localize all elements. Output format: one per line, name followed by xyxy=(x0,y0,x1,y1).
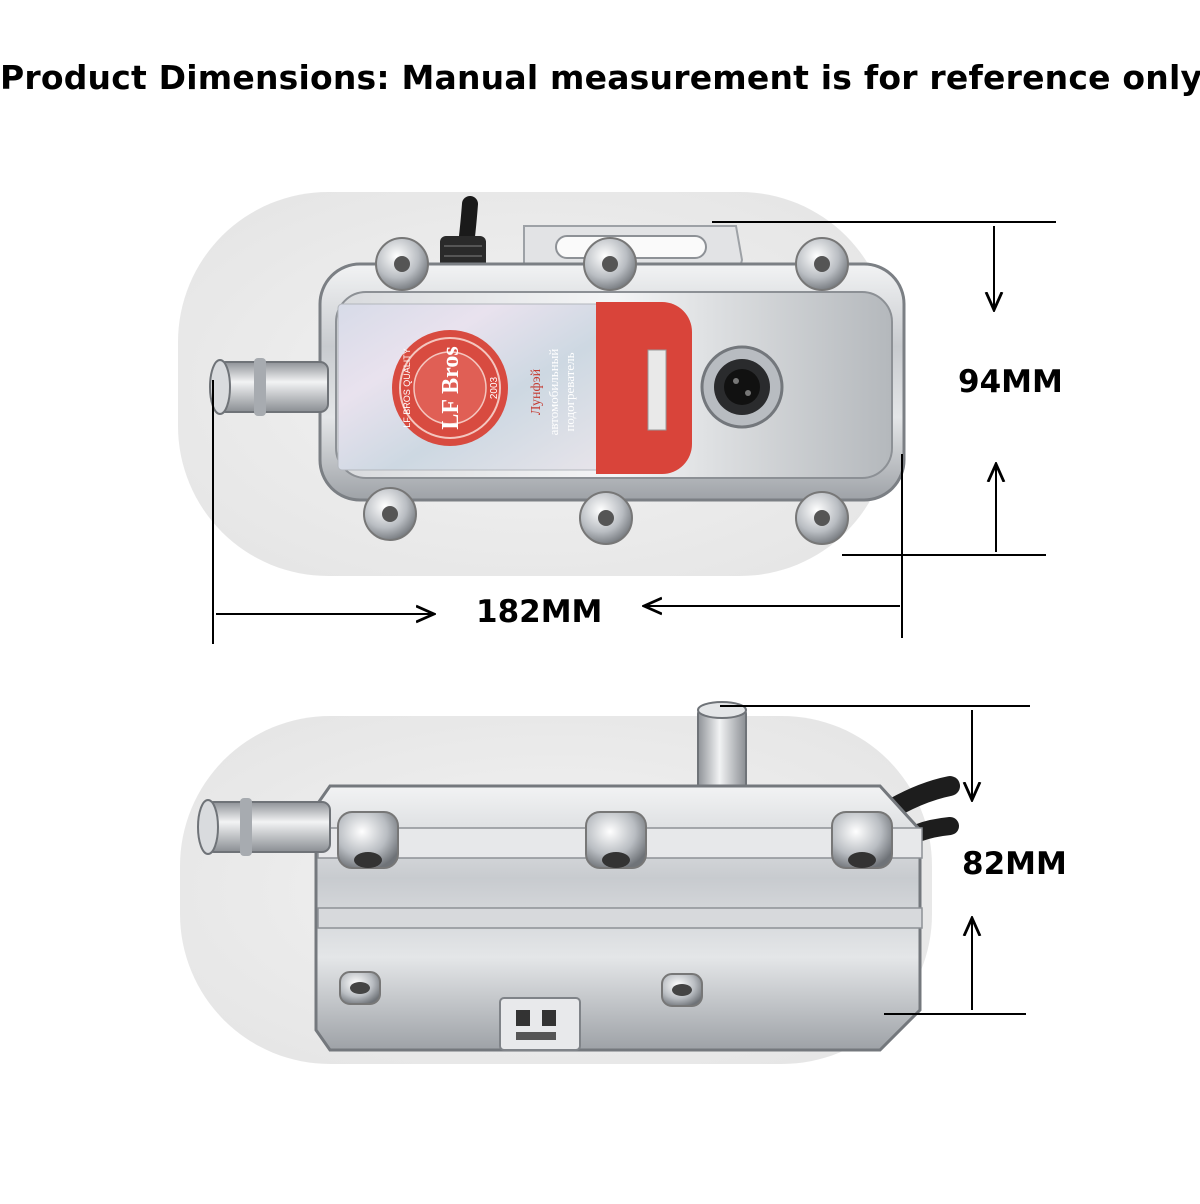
inlet-pipe-side xyxy=(205,801,331,853)
svg-text:автомобильный: автомобильный xyxy=(546,349,561,436)
terminal-block xyxy=(499,997,581,1051)
brand-seal-ring-text: LF BROS QUALITY xyxy=(402,348,412,428)
page-title: Product Dimensions: Manual measurement i… xyxy=(0,58,1200,97)
dimension-lines-top xyxy=(212,221,1056,644)
inlet-pipe-top xyxy=(217,361,329,413)
serial-sticker xyxy=(647,349,667,431)
bolts-side-view xyxy=(337,811,893,1007)
height-dimension-label: 94MM xyxy=(958,364,1063,400)
svg-text:Лунфэй: Лунфэй xyxy=(529,368,544,415)
dimension-lines-side xyxy=(720,705,1030,1015)
width-dimension-label: 182MM xyxy=(476,594,603,630)
depth-dimension-label: 82MM xyxy=(962,846,1067,882)
brand-seal-text: LF Bros xyxy=(438,346,464,429)
brand-seal-year: 2003 xyxy=(489,376,500,399)
brand-seal: LF Bros LF BROS QUALITY 2003 xyxy=(392,330,508,446)
label-side-text: Лунфэй автомобильный подогреватель xyxy=(529,349,577,436)
svg-text:подогреватель: подогреватель xyxy=(562,352,577,431)
bolts-top-view xyxy=(363,237,849,545)
